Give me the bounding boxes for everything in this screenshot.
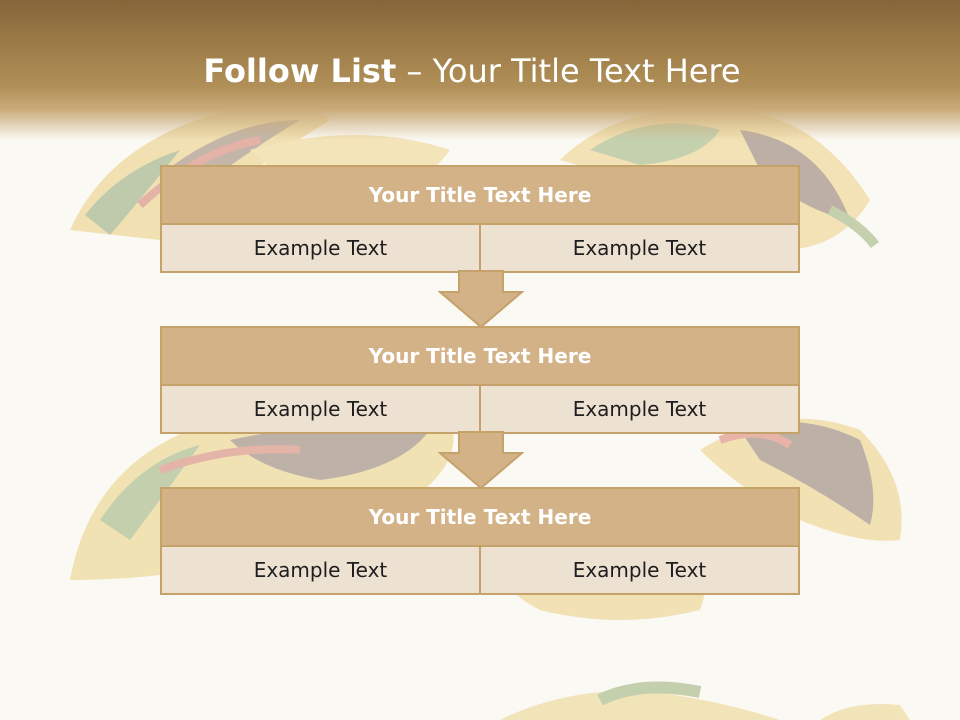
list-box-title: Your Title Text Here	[162, 489, 798, 547]
list-box: Your Title Text Here Example Text Exampl…	[160, 326, 800, 434]
list-box: Your Title Text Here Example Text Exampl…	[160, 487, 800, 595]
list-box: Your Title Text Here Example Text Exampl…	[160, 165, 800, 273]
header-band	[0, 0, 960, 140]
slide-title: Follow List – Your Title Text Here	[0, 52, 944, 90]
list-box-row: Example Text Example Text	[162, 386, 798, 432]
list-box-cell-left: Example Text	[162, 386, 481, 432]
list-box-row: Example Text Example Text	[162, 547, 798, 593]
list-box-cell-left: Example Text	[162, 547, 481, 593]
down-arrow-icon	[438, 431, 524, 489]
slide-title-bold: Follow List	[203, 52, 397, 90]
list-box-cell-right: Example Text	[481, 225, 798, 271]
down-arrow-icon	[438, 270, 524, 328]
list-box-cell-right: Example Text	[481, 386, 798, 432]
list-box-row: Example Text Example Text	[162, 225, 798, 271]
slide-title-rest: – Your Title Text Here	[396, 52, 741, 90]
list-box-title: Your Title Text Here	[162, 328, 798, 386]
list-box-cell-left: Example Text	[162, 225, 481, 271]
list-box-title: Your Title Text Here	[162, 167, 798, 225]
list-box-cell-right: Example Text	[481, 547, 798, 593]
